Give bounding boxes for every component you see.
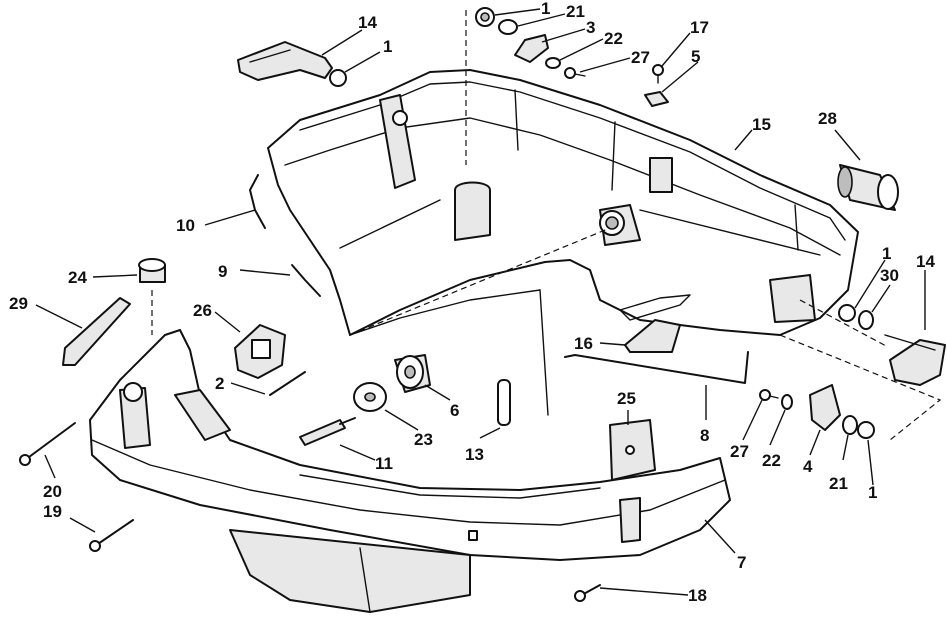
- callout-21: 21: [829, 474, 848, 493]
- callout-23: 23: [414, 430, 433, 449]
- callout-26: 26: [193, 301, 212, 320]
- seal-part-9: [291, 264, 321, 297]
- bracket-part-3: [514, 34, 549, 63]
- callout-2: 2: [215, 374, 224, 393]
- seal-part-10: [249, 174, 266, 229]
- callout-1: 1: [868, 483, 877, 502]
- callout-18: 18: [688, 586, 707, 605]
- callout-1: 1: [541, 0, 550, 18]
- callout-15: 15: [752, 115, 771, 134]
- callout-16: 16: [574, 334, 593, 353]
- callout-28: 28: [818, 109, 837, 128]
- callout-27: 27: [730, 442, 749, 461]
- bracket-part-25: [609, 419, 656, 481]
- callout-22: 22: [604, 29, 623, 48]
- callout-1: 1: [383, 37, 392, 56]
- leader-lines: [35, 8, 926, 596]
- callout-24: 24: [68, 268, 87, 287]
- washer-part-22-top: [545, 57, 561, 69]
- grommet-part-26: [234, 324, 286, 379]
- washer-part-21-right: [842, 415, 858, 435]
- bolt-part-18: [574, 584, 601, 602]
- callout-22: 22: [762, 451, 781, 470]
- washer-part-30: [858, 310, 874, 330]
- screw-part-27-top: [564, 67, 586, 79]
- roller-part-28: [837, 164, 899, 211]
- callout-7: 7: [737, 553, 746, 572]
- callout-labels: 1 21 3 22 27 17 5 14 1 15 28 10 9 24 29 …: [9, 0, 935, 605]
- screw-part-17: [652, 64, 664, 84]
- callout-3: 3: [586, 18, 595, 37]
- rod-part-8: [564, 351, 749, 384]
- mount-part-6: [394, 354, 431, 393]
- callout-30: 30: [880, 266, 899, 285]
- strip-part-29: [62, 297, 131, 366]
- nut-part-1-right-upper: [838, 304, 856, 322]
- callout-5: 5: [691, 47, 700, 66]
- lower-pan-part: [89, 329, 731, 613]
- handle-part-14-right: [884, 334, 946, 386]
- callout-29: 29: [9, 294, 28, 313]
- callout-10: 10: [176, 216, 195, 235]
- bushing-part-24: [138, 258, 166, 283]
- link-part-13: [497, 379, 511, 426]
- callout-4: 4: [803, 457, 813, 476]
- upper-cover-part: [267, 69, 859, 416]
- callout-13: 13: [465, 445, 484, 464]
- callout-19: 19: [43, 502, 62, 521]
- callout-11: 11: [375, 454, 393, 473]
- callout-17: 17: [690, 18, 709, 37]
- bolt-part-19: [89, 519, 134, 552]
- screw-part-27-right: [759, 389, 779, 401]
- callout-9: 9: [218, 262, 227, 281]
- callout-20: 20: [43, 482, 62, 501]
- grommet-part-1-mid: [392, 110, 408, 126]
- callout-25: 25: [617, 389, 636, 408]
- pad-part-16: [624, 319, 681, 353]
- pin-part-2: [269, 371, 306, 396]
- callout-8: 8: [700, 426, 709, 445]
- callout-21: 21: [566, 2, 585, 21]
- bracket-part-4: [809, 384, 841, 431]
- bolt-part-20: [19, 422, 76, 466]
- callout-1: 1: [882, 244, 891, 263]
- stud-part-11: [299, 417, 356, 446]
- handle-part-14-left: [237, 41, 333, 81]
- nut-part-1-top: [475, 7, 495, 27]
- callout-14: 14: [916, 252, 935, 271]
- assembly-lines: [151, 10, 942, 441]
- nut-part-1-right: [857, 421, 875, 439]
- callout-27: 27: [631, 48, 650, 67]
- clip-part-5: [644, 91, 669, 107]
- washer-part-21-top: [498, 19, 518, 35]
- washer-part-22-right: [781, 394, 793, 410]
- callout-14: 14: [358, 13, 377, 32]
- washer-part-23: [353, 382, 387, 412]
- callout-6: 6: [450, 401, 459, 420]
- grommet-part-1-left: [329, 69, 347, 87]
